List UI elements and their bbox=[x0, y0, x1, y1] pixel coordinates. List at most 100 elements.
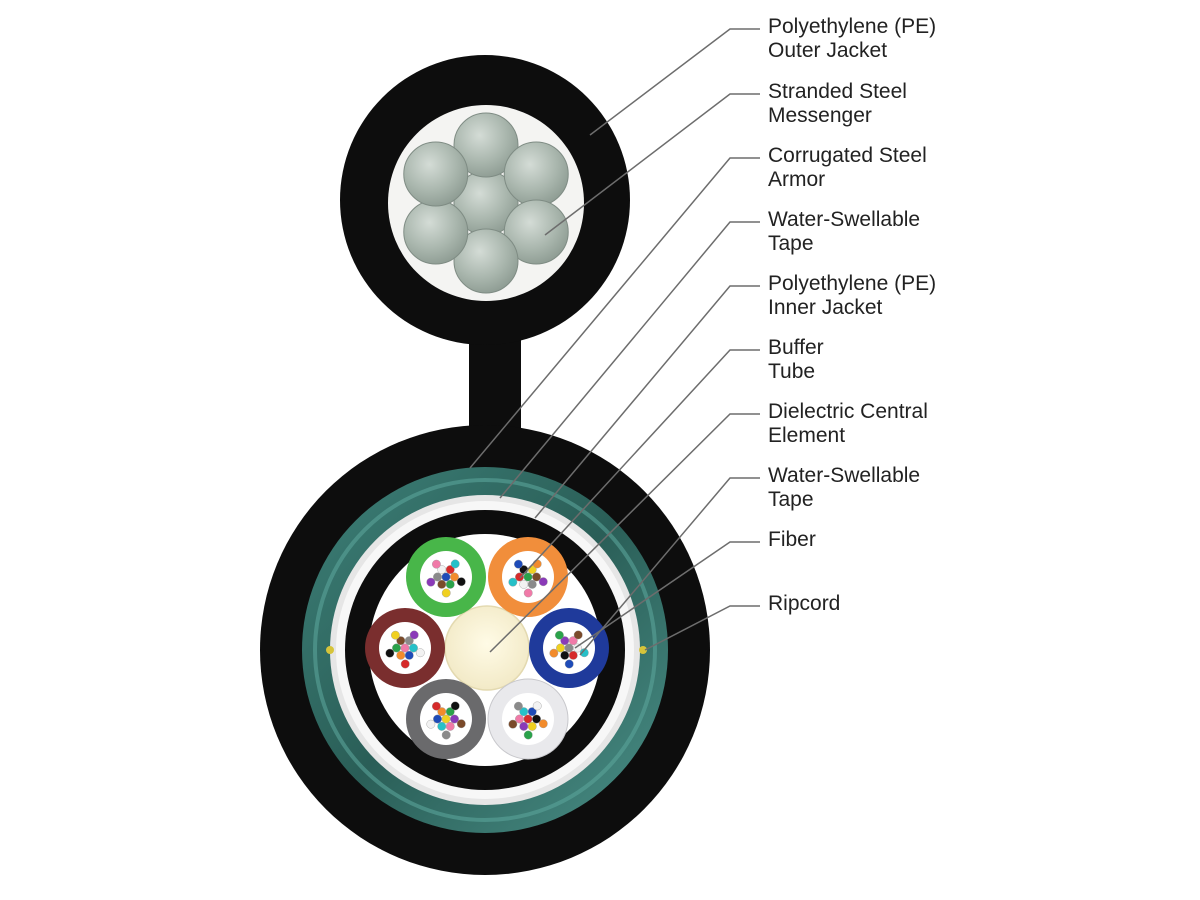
steel-wire-strand bbox=[403, 141, 469, 207]
buffer-tube bbox=[406, 536, 486, 617]
leader-line-ripcord bbox=[644, 605, 760, 651]
steel-wire-strand bbox=[503, 199, 569, 265]
optical-fiber bbox=[445, 579, 455, 589]
optical-fiber bbox=[508, 719, 518, 729]
optical-fiber bbox=[433, 714, 442, 724]
optical-fiber bbox=[391, 630, 400, 640]
optical-fiber bbox=[527, 707, 537, 717]
optical-fiber bbox=[441, 730, 451, 740]
optical-fiber bbox=[392, 643, 401, 653]
optical-fiber bbox=[538, 719, 548, 729]
optical-fiber bbox=[437, 579, 447, 589]
optical-fiber bbox=[527, 721, 537, 731]
optical-fiber bbox=[432, 701, 441, 711]
callout-label-line: Ripcord bbox=[768, 592, 841, 615]
buffer-tube bbox=[488, 536, 568, 617]
callout-label-line: Tube bbox=[768, 360, 816, 383]
callout-label-line: Fiber bbox=[768, 528, 816, 551]
ripcord-right bbox=[639, 646, 647, 654]
optical-fiber bbox=[514, 559, 523, 569]
messenger-assembly bbox=[340, 55, 630, 440]
optical-fiber bbox=[532, 572, 541, 582]
optical-fiber bbox=[523, 572, 533, 582]
callout-label-line: Inner Jacket bbox=[768, 296, 883, 319]
optical-fiber bbox=[564, 643, 574, 653]
callout-label-line: Stranded Steel bbox=[768, 80, 907, 103]
callout-label-line: Dielectric Central bbox=[768, 400, 928, 423]
leader-line-pe-outer-jacket bbox=[589, 28, 760, 136]
optical-fiber bbox=[445, 721, 455, 731]
optical-fiber bbox=[556, 643, 565, 653]
buffer-tube bbox=[406, 679, 486, 760]
callout-label-line: Polyethylene (PE) bbox=[768, 272, 937, 295]
buffer-tube bbox=[487, 678, 569, 760]
optical-fiber bbox=[437, 721, 447, 731]
leader-line-steel-messenger bbox=[544, 93, 760, 236]
web-neck bbox=[469, 330, 521, 440]
callout-label-ripcord: Ripcord bbox=[768, 592, 1188, 616]
buffer-tube bbox=[529, 608, 609, 688]
optical-fiber bbox=[450, 701, 460, 711]
optical-fiber bbox=[523, 714, 533, 724]
optical-fiber bbox=[441, 588, 451, 598]
leader-line-fiber bbox=[574, 541, 760, 649]
callout-label-fiber: Fiber bbox=[768, 528, 1188, 552]
callout-label-line: Corrugated Steel bbox=[768, 144, 927, 167]
steel-wire-strand bbox=[403, 199, 469, 265]
callout-label-pe-inner-jacket: Polyethylene (PE)Inner Jacket bbox=[768, 272, 1188, 320]
callout-label-line: Water-Swellable bbox=[768, 464, 921, 487]
optical-fiber bbox=[450, 559, 460, 569]
optical-fiber bbox=[527, 579, 537, 589]
optical-fiber bbox=[426, 719, 436, 729]
callout-label-line: Armor bbox=[768, 168, 826, 191]
buffer-tube bbox=[365, 608, 445, 688]
optical-fiber bbox=[564, 659, 574, 669]
optical-fiber bbox=[515, 572, 524, 582]
optical-fiber bbox=[555, 630, 564, 640]
leader-line-corrugated-armor bbox=[469, 157, 760, 469]
optical-fiber bbox=[568, 636, 578, 646]
stranded-steel-messenger bbox=[403, 112, 569, 294]
optical-fiber bbox=[404, 636, 414, 646]
ripcord-left bbox=[326, 646, 334, 654]
optical-fiber bbox=[573, 630, 583, 640]
callout-leader-lines bbox=[469, 28, 760, 656]
callout-label-pe-outer-jacket: Polyethylene (PE)Outer Jacket bbox=[768, 15, 1188, 63]
leader-line-water-swellable-tape-inner bbox=[579, 477, 760, 656]
optical-fiber bbox=[385, 648, 395, 658]
callout-label-line: Tape bbox=[768, 488, 814, 511]
optical-fiber bbox=[396, 650, 406, 660]
callout-label-line: Buffer bbox=[768, 336, 824, 359]
optical-fiber bbox=[426, 577, 436, 587]
optical-fiber bbox=[538, 577, 548, 587]
steel-wire-strand bbox=[453, 228, 519, 294]
optical-fiber bbox=[441, 714, 451, 724]
optical-fiber bbox=[523, 730, 533, 740]
callout-label-line: Outer Jacket bbox=[768, 39, 888, 62]
optical-fiber bbox=[514, 701, 523, 711]
optical-fiber bbox=[508, 577, 518, 587]
optical-fiber bbox=[433, 572, 442, 582]
optical-fiber bbox=[573, 643, 582, 653]
optical-fiber bbox=[456, 719, 466, 729]
optical-fiber bbox=[450, 714, 459, 724]
optical-fiber bbox=[523, 588, 533, 598]
main-cable-assembly bbox=[260, 425, 710, 875]
optical-fiber bbox=[441, 572, 451, 582]
optical-fiber bbox=[404, 650, 414, 660]
optical-fiber bbox=[409, 643, 418, 653]
steel-wire-strand bbox=[453, 112, 519, 178]
callout-label-line: Messenger bbox=[768, 104, 872, 127]
ripcords bbox=[326, 646, 647, 654]
optical-fiber bbox=[515, 714, 524, 724]
dielectric-central-element bbox=[444, 605, 530, 691]
callout-label-line: Water-Swellable bbox=[768, 208, 921, 231]
buffer-tubes bbox=[365, 536, 609, 760]
